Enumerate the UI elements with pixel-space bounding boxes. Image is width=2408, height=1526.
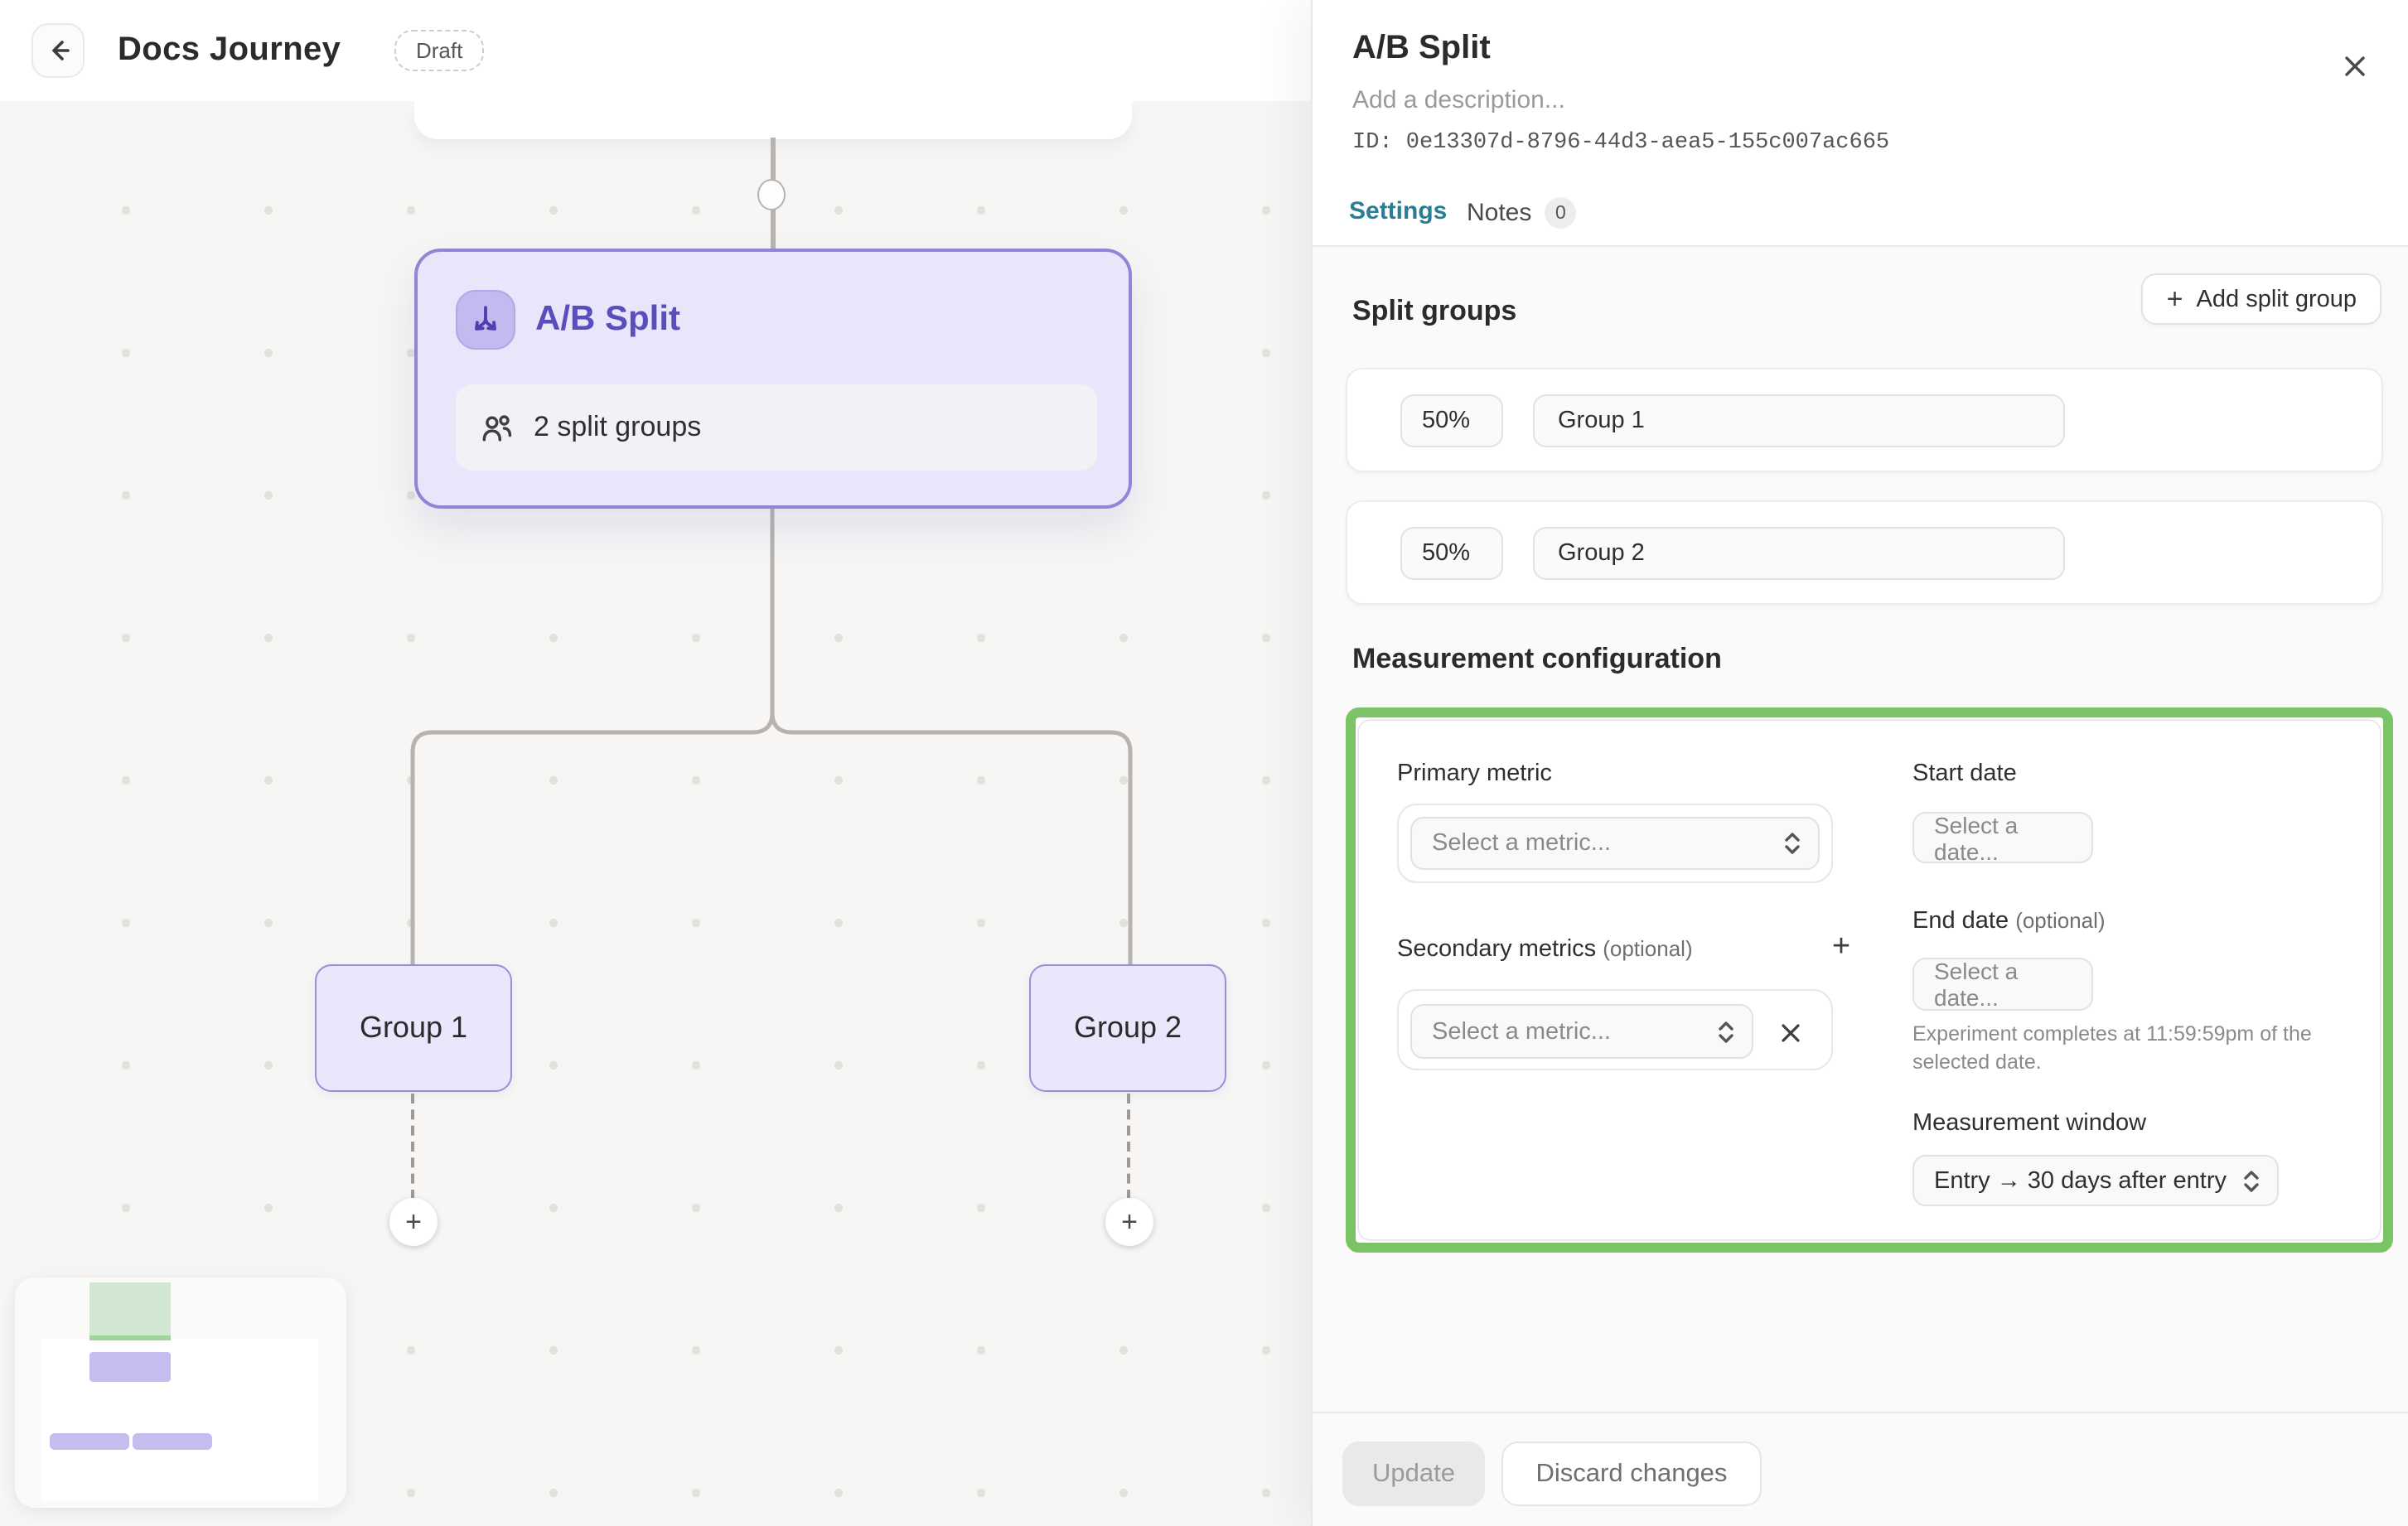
measurement-config-heading: Measurement configuration <box>1352 643 1722 674</box>
group-2-percent-input[interactable] <box>1400 527 1503 580</box>
group-1-percent-input[interactable] <box>1400 394 1503 447</box>
primary-metric-wrapper: Select a metric... <box>1397 804 1833 883</box>
chevron-updown-icon <box>1719 1021 1733 1042</box>
secondary-metric-wrapper: Select a metric... <box>1397 989 1833 1070</box>
chevron-updown-icon <box>1785 833 1800 854</box>
ab-split-node-title: A/B Split <box>535 300 680 338</box>
group-2-label: Group 2 <box>1073 1011 1182 1044</box>
dashed-connector-left <box>411 1094 414 1200</box>
end-date-label: End date (optional) <box>1912 908 2106 934</box>
group-1-node[interactable]: Group 1 <box>315 964 512 1092</box>
panel-footer: Update Discard changes <box>1313 1412 2408 1526</box>
ab-split-icon-tile <box>456 290 515 350</box>
secondary-metric-placeholder: Select a metric... <box>1432 1018 1611 1045</box>
close-icon <box>1781 1023 1799 1041</box>
start-date-select[interactable]: Select a date... <box>1912 811 2093 864</box>
plus-icon: + <box>1121 1205 1138 1237</box>
add-split-group-label: Add split group <box>2196 286 2357 312</box>
add-node-button-left[interactable]: + <box>389 1198 438 1246</box>
minimap-viewport <box>41 1339 318 1501</box>
plus-icon: + <box>2166 283 2183 314</box>
end-date-select[interactable]: Select a date... <box>1912 958 2093 1011</box>
split-groups-heading: Split groups <box>1352 295 1517 326</box>
end-date-optional-label: (optional) <box>2015 908 2106 933</box>
tabs-divider <box>1313 245 2408 247</box>
update-button[interactable]: Update <box>1342 1441 1485 1506</box>
split-group-row-1 <box>1346 368 2383 472</box>
people-icon <box>482 414 512 441</box>
ab-split-node[interactable]: A/B Split 2 split groups <box>414 249 1132 509</box>
remove-secondary-metric-button[interactable] <box>1770 1012 1810 1052</box>
minimap-group-1-node <box>50 1433 129 1450</box>
measurement-card: Primary metric Select a metric... Second… <box>1357 719 2381 1241</box>
secondary-metric-select[interactable]: Select a metric... <box>1410 1004 1753 1059</box>
end-date-help-text: Experiment completes at 11:59:59pm of th… <box>1912 1022 2312 1074</box>
start-date-label: Start date <box>1912 761 2017 787</box>
add-split-group-button[interactable]: + Add split group <box>2141 273 2381 325</box>
status-badge: Draft <box>394 30 485 71</box>
journey-title: Docs Journey <box>118 31 341 68</box>
tab-notes[interactable]: Notes 0 <box>1467 197 1577 229</box>
dashed-connector-right <box>1127 1094 1130 1200</box>
add-secondary-metric-button[interactable]: + <box>1823 930 1859 966</box>
minimap-ab-split-node <box>89 1352 171 1382</box>
back-button[interactable] <box>31 23 85 78</box>
group-2-name-input[interactable] <box>1533 527 2065 580</box>
node-id-text: ID: 0e13307d-8796-44d3-aea5-155c007ac665 <box>1352 131 1890 156</box>
primary-metric-select[interactable]: Select a metric... <box>1410 817 1820 870</box>
group-1-name-input[interactable] <box>1533 394 2065 447</box>
tab-notes-label: Notes <box>1467 199 1532 227</box>
split-groups-count: 2 split groups <box>534 411 702 442</box>
panel-title: A/B Split <box>1352 30 1491 66</box>
chevron-updown-icon <box>2244 1170 2259 1191</box>
notes-count-badge: 0 <box>1545 197 1577 229</box>
split-branch-icon <box>475 306 496 331</box>
tab-settings[interactable]: Settings <box>1346 197 1451 250</box>
primary-metric-placeholder: Select a metric... <box>1432 830 1611 857</box>
arrow-left-icon <box>51 41 69 60</box>
group-2-node[interactable]: Group 2 <box>1029 964 1226 1092</box>
close-panel-button[interactable] <box>2338 50 2372 83</box>
add-node-button-right[interactable]: + <box>1105 1198 1153 1246</box>
config-panel: A/B Split Add a description... ID: 0e133… <box>1311 0 2408 1526</box>
measurement-window-label: Measurement window <box>1912 1110 2147 1137</box>
plus-icon: + <box>405 1205 422 1237</box>
measurement-window-select[interactable]: Entry → 30 days after entry <box>1912 1155 2279 1206</box>
minimap-entry-node <box>89 1282 171 1340</box>
settings-tab-content: Split groups + Add split group Measureme… <box>1313 247 2408 1412</box>
panel-tabs: Settings Notes 0 <box>1313 187 2408 250</box>
measurement-window-value: Entry → 30 days after entry <box>1934 1167 2227 1194</box>
minimap-group-2-node <box>133 1433 212 1450</box>
close-icon <box>2345 56 2365 76</box>
primary-metric-label: Primary metric <box>1397 761 1552 787</box>
discard-changes-button[interactable]: Discard changes <box>1501 1441 1762 1506</box>
previous-node-partial[interactable] <box>414 101 1132 139</box>
split-groups-summary: 2 split groups <box>456 384 1097 471</box>
secondary-optional-label: (optional) <box>1603 936 1693 961</box>
plus-icon: + <box>1831 930 1851 964</box>
measurement-highlight-box: Primary metric Select a metric... Second… <box>1346 707 2393 1253</box>
description-field[interactable]: Add a description... <box>1352 86 1565 114</box>
secondary-metrics-label: Secondary metrics (optional) <box>1397 936 1693 963</box>
connector-join-circle <box>757 179 786 210</box>
group-1-label: Group 1 <box>359 1011 468 1044</box>
minimap[interactable] <box>15 1277 346 1508</box>
journey-canvas[interactable]: A/B Split 2 split groups Group 1 Group 2… <box>0 101 1311 1526</box>
split-group-row-2 <box>1346 500 2383 605</box>
